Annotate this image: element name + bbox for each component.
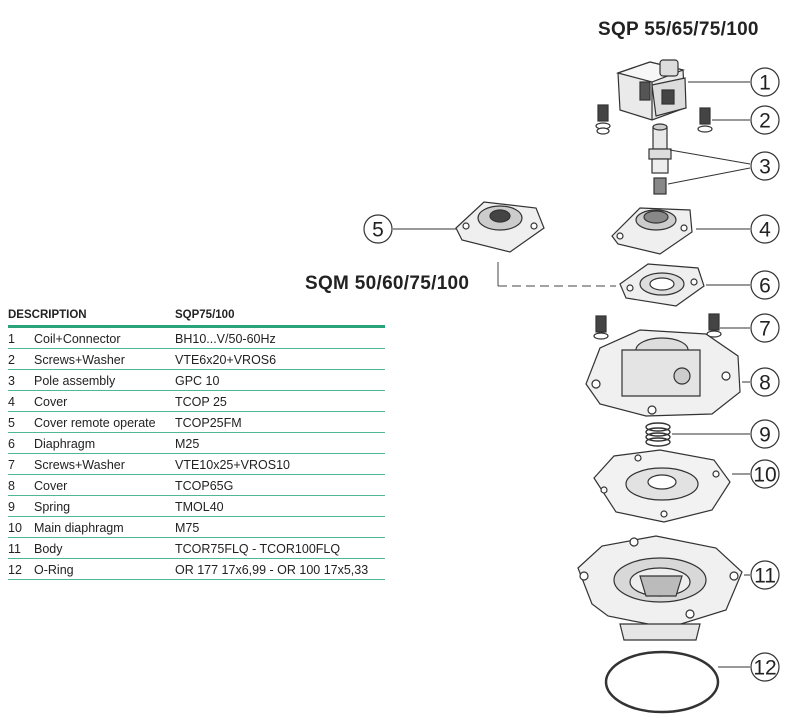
o-ring-12-part bbox=[604, 650, 720, 714]
row-description: O-Ring bbox=[34, 558, 175, 580]
row-code: TCOP25FM bbox=[175, 411, 385, 433]
row-description: Main diaphragm bbox=[34, 516, 175, 538]
callout-circle-3 bbox=[750, 151, 780, 181]
row-number: 12 bbox=[8, 558, 34, 580]
row-description: Cover remote operate bbox=[34, 411, 175, 433]
row-description: Cover bbox=[34, 474, 175, 496]
callout-label-1: 1 bbox=[759, 72, 771, 95]
callout-circle-8 bbox=[750, 367, 780, 397]
row-code: VTE6x20+VROS6 bbox=[175, 348, 385, 370]
callout-label-10: 10 bbox=[753, 464, 776, 487]
screw-7-left bbox=[593, 315, 609, 340]
sqm-connector-lines bbox=[497, 262, 616, 287]
row-description: Screws+Washer bbox=[34, 453, 175, 475]
main-diaphragm-10-part bbox=[593, 449, 731, 523]
row-code: BH10...V/50-60Hz bbox=[175, 326, 385, 349]
cover-8-part bbox=[585, 329, 741, 417]
row-number: 2 bbox=[8, 348, 34, 370]
callout-label-8: 8 bbox=[759, 372, 771, 395]
callout-label-2: 2 bbox=[759, 110, 771, 133]
row-code: VTE10x25+VROS10 bbox=[175, 453, 385, 475]
table-header-row: DESCRIPTION SQP75/100 bbox=[8, 309, 385, 328]
cover-remote-5-part bbox=[455, 201, 545, 253]
row-code: TMOL40 bbox=[175, 495, 385, 517]
row-description: Cover bbox=[34, 390, 175, 412]
row-number: 9 bbox=[8, 495, 34, 517]
cover-4-part bbox=[611, 207, 693, 255]
callout-label-6: 6 bbox=[759, 275, 771, 298]
callout-circle-12 bbox=[750, 652, 780, 682]
row-code: TCOP 25 bbox=[175, 390, 385, 412]
callout-circle-7 bbox=[750, 313, 780, 343]
row-code: M75 bbox=[175, 516, 385, 538]
callout-label-5: 5 bbox=[372, 219, 384, 242]
pole-assembly-part bbox=[648, 123, 672, 195]
row-number: 7 bbox=[8, 453, 34, 475]
row-number: 6 bbox=[8, 432, 34, 454]
row-description: Spring bbox=[34, 495, 175, 517]
body-11-part bbox=[577, 535, 743, 641]
callout-circle-6 bbox=[750, 270, 780, 300]
title-sqm: SQM 50/60/75/100 bbox=[305, 273, 470, 294]
screw-2-right bbox=[697, 107, 713, 133]
row-description: Coil+Connector bbox=[34, 326, 175, 349]
row-description: Diaphragm bbox=[34, 432, 175, 454]
callout-label-4: 4 bbox=[759, 219, 771, 242]
callout-circle-1 bbox=[750, 67, 780, 97]
row-description: Pole assembly bbox=[34, 369, 175, 391]
row-code: OR 177 17x6,99 - OR 100 17x5,33 bbox=[175, 558, 385, 580]
header-model: SQP75/100 bbox=[175, 309, 385, 328]
title-sqp: SQP 55/65/75/100 bbox=[598, 19, 759, 40]
row-description: Screws+Washer bbox=[34, 348, 175, 370]
row-number: 5 bbox=[8, 411, 34, 433]
row-number: 1 bbox=[8, 326, 34, 349]
row-number: 4 bbox=[8, 390, 34, 412]
header-description: DESCRIPTION bbox=[8, 309, 175, 328]
row-number: 8 bbox=[8, 474, 34, 496]
spring-9-part bbox=[645, 422, 671, 447]
coil-connector-part bbox=[615, 59, 687, 121]
callout-circle-4 bbox=[750, 214, 780, 244]
callout-circle-11 bbox=[750, 560, 780, 590]
callout-circle-5 bbox=[363, 214, 393, 244]
callout-label-7: 7 bbox=[759, 318, 771, 341]
row-number: 3 bbox=[8, 369, 34, 391]
callout-circle-10 bbox=[750, 459, 780, 489]
diaphragm-6-part bbox=[619, 263, 705, 307]
callout-label-11: 11 bbox=[754, 565, 776, 588]
row-code: GPC 10 bbox=[175, 369, 385, 391]
callout-circle-9 bbox=[750, 419, 780, 449]
row-code: TCOR75FLQ - TCOR100FLQ bbox=[175, 537, 385, 559]
callout-label-9: 9 bbox=[759, 424, 771, 447]
callout-circle-2 bbox=[750, 105, 780, 135]
row-number: 10 bbox=[8, 516, 34, 538]
screw-2-left bbox=[595, 104, 611, 135]
row-number: 11 bbox=[8, 537, 34, 559]
screw-7-right bbox=[706, 313, 722, 338]
callout-label-3: 3 bbox=[759, 156, 771, 179]
callout-label-12: 12 bbox=[753, 657, 776, 680]
row-code: M25 bbox=[175, 432, 385, 454]
row-description: Body bbox=[34, 537, 175, 559]
row-code: TCOP65G bbox=[175, 474, 385, 496]
leader-lines bbox=[393, 81, 751, 668]
